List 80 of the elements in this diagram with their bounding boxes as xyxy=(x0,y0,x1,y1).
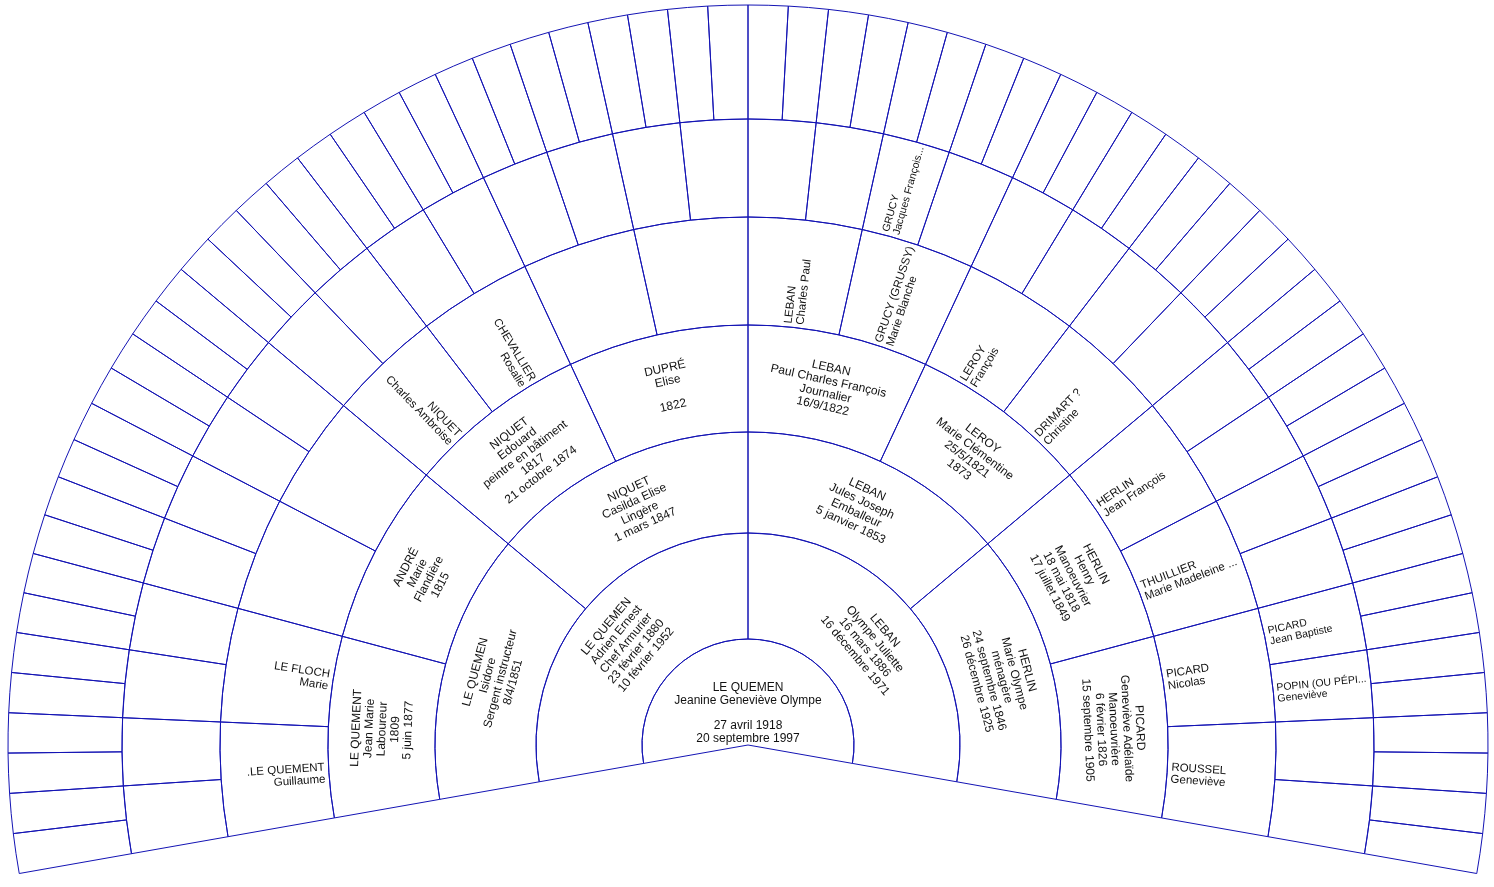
fan-segment xyxy=(1286,368,1405,456)
fan-segment xyxy=(1303,403,1423,487)
fan-segment xyxy=(1161,721,1276,837)
fan-segment xyxy=(1268,333,1385,427)
fan-segment xyxy=(1248,300,1364,398)
fan-segment xyxy=(1360,592,1480,650)
fan-segment xyxy=(627,9,680,128)
fan-segment xyxy=(399,74,484,193)
fan-segment xyxy=(181,239,292,343)
fan-segment xyxy=(44,476,165,551)
life-detail-text: 1809 xyxy=(387,715,402,744)
fan-segment xyxy=(1072,112,1166,229)
fan-segment xyxy=(816,9,869,128)
fan-segment xyxy=(435,58,515,178)
fan-segment xyxy=(33,514,154,583)
fan-segment xyxy=(73,403,193,487)
fan-segment xyxy=(883,22,948,143)
fan-segment xyxy=(1370,672,1488,718)
fan-segment xyxy=(236,183,341,293)
fan-segment xyxy=(132,300,248,398)
fan-segment xyxy=(1369,785,1487,834)
fan-segment xyxy=(548,22,613,143)
fan-segment xyxy=(1352,553,1473,617)
fan-segment xyxy=(1373,712,1488,754)
fan-segment xyxy=(1342,514,1463,583)
fan-segment xyxy=(1180,210,1289,318)
fan-segment xyxy=(1050,636,1168,818)
fan-segment xyxy=(111,333,228,427)
fan-segment xyxy=(1318,439,1438,519)
fan-segment xyxy=(1129,157,1230,270)
fan-segment xyxy=(122,717,222,786)
fan-segment xyxy=(1069,248,1181,364)
fan-segment xyxy=(8,751,124,794)
fan-segment xyxy=(16,592,136,650)
fan-segment xyxy=(266,157,367,270)
life-detail-text: 5 juin 1877 xyxy=(399,700,416,760)
fan-segment xyxy=(8,712,123,754)
fan-segment xyxy=(849,14,909,134)
fan-segment xyxy=(1267,779,1373,854)
fan-segment xyxy=(91,368,210,456)
fan-segment xyxy=(58,439,178,519)
fan-segment xyxy=(949,44,1024,165)
fan-segment xyxy=(11,632,130,684)
fan-segment xyxy=(667,6,714,123)
given-names-text: Marie xyxy=(298,676,329,693)
life-detail-text: Laboureur xyxy=(374,701,390,757)
fan-segment xyxy=(13,819,132,874)
fan-segment xyxy=(587,14,647,134)
fan-segment xyxy=(1101,134,1199,249)
fan-segment xyxy=(9,785,127,834)
life-detail-text: 27 avril 1918 xyxy=(713,719,783,732)
fan-segment xyxy=(1043,92,1132,210)
fan-segment xyxy=(1227,269,1340,370)
fan-segment xyxy=(207,210,316,318)
fan-segment xyxy=(981,58,1061,178)
fan-segment xyxy=(8,672,126,718)
given-names-text: Jeanine Geneviève Olympe xyxy=(674,694,822,707)
fan-segment xyxy=(315,248,427,364)
fan-segment xyxy=(1331,476,1452,551)
life-detail-text: 20 septembre 1997 xyxy=(696,731,800,745)
surname-text: LE QUEMEN xyxy=(712,681,784,695)
fan-segment xyxy=(472,44,547,165)
life-detail-text: 1822 xyxy=(658,396,688,415)
fan-segment xyxy=(297,134,395,249)
given-names-text: Jean Marie xyxy=(361,698,377,759)
fan-segment xyxy=(1204,239,1315,343)
fan-segment xyxy=(1012,74,1097,193)
fan-segment xyxy=(707,5,748,120)
fan-segment xyxy=(1155,183,1260,293)
fan-segment xyxy=(330,112,424,229)
surname-text: PICARD xyxy=(1132,704,1148,751)
fan-segment xyxy=(156,269,269,370)
fan-segment xyxy=(510,32,580,153)
fan-segment xyxy=(782,6,829,123)
fan-segment xyxy=(1366,632,1485,684)
fan-segment xyxy=(748,5,789,120)
fan-segment xyxy=(23,553,144,617)
fan-segment xyxy=(1372,751,1488,794)
fan-segment xyxy=(364,92,453,210)
fan-segment xyxy=(1364,819,1483,874)
